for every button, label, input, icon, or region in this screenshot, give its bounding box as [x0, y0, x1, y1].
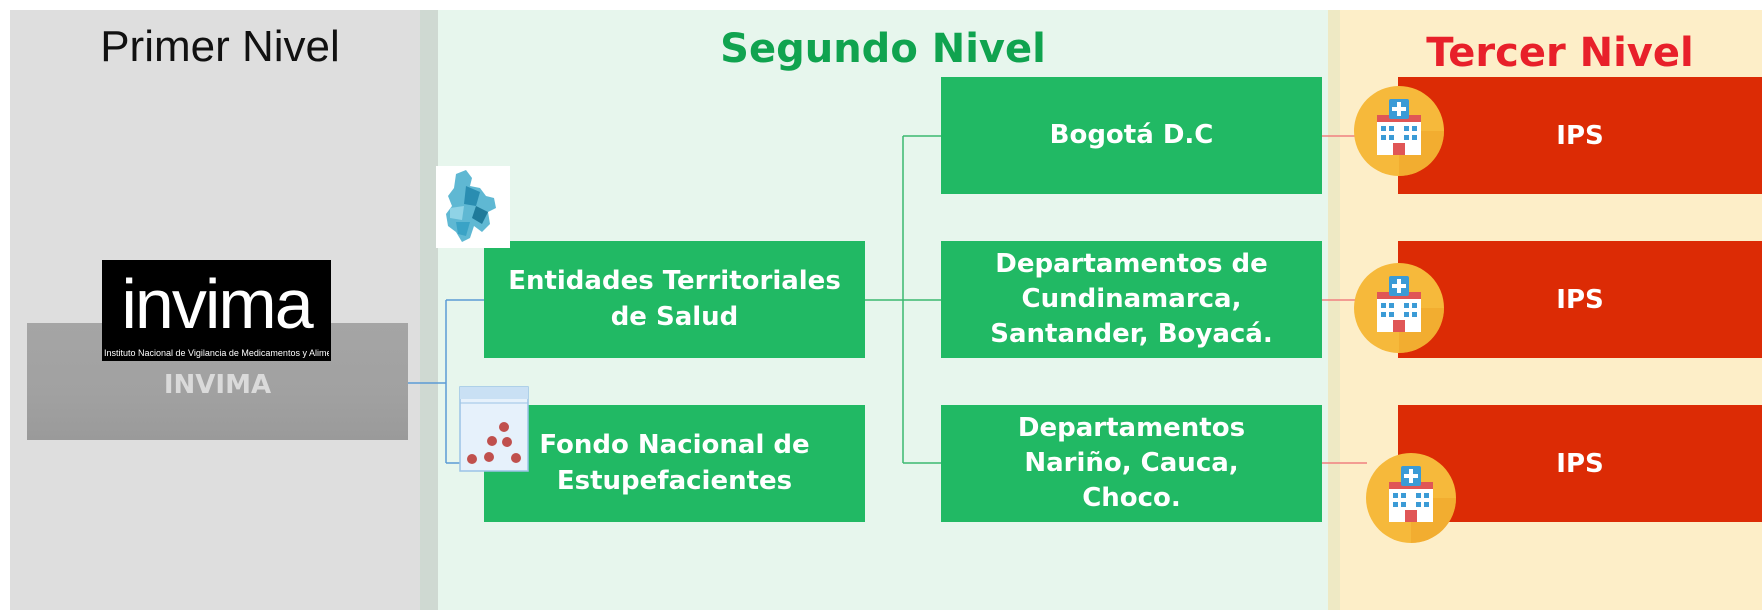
invima-logo: invima Instituto Nacional de Vigilancia …	[102, 260, 331, 361]
panel-divider	[420, 10, 438, 610]
ips-label: IPS	[1556, 120, 1604, 151]
invima-box-label: INVIMA	[163, 370, 272, 400]
ips-box: IPS	[1398, 77, 1762, 194]
ips-box: IPS	[1398, 241, 1762, 358]
region-label: Departamentos de Cundinamarca, Santander…	[990, 248, 1273, 350]
invima-logo-subtitle: Instituto Nacional de Vigilancia de Medi…	[104, 348, 329, 358]
fund-box: Fondo Nacional de Estupefacientes	[484, 405, 865, 522]
ips-label: IPS	[1556, 448, 1604, 479]
entities-box: Entidades Territoriales de Salud	[484, 241, 865, 358]
fund-label: Fondo Nacional de Estupefacientes	[539, 430, 810, 496]
first-level-title: Primer Nivel	[100, 22, 340, 71]
colombia-map-icon	[436, 166, 510, 248]
panel-divider	[1328, 10, 1340, 610]
dot-chart-icon	[459, 386, 529, 472]
hospital-icon	[1365, 452, 1457, 544]
second-level-title: Segundo Nivel	[720, 26, 1046, 72]
region-box-cundinamarca: Departamentos de Cundinamarca, Santander…	[941, 241, 1322, 358]
region-box-narino: Departamentos Nariño, Cauca, Choco.	[941, 405, 1322, 522]
region-label: Departamentos Nariño, Cauca, Choco.	[1017, 412, 1246, 514]
hospital-icon	[1353, 262, 1445, 354]
region-box-bogota: Bogotá D.C	[941, 77, 1322, 194]
invima-logo-word: invima	[121, 265, 313, 343]
entities-label: Entidades Territoriales de Salud	[508, 266, 841, 332]
ips-box: IPS	[1398, 405, 1762, 522]
third-level-title: Tercer Nivel	[1426, 30, 1694, 76]
region-label: Bogotá D.C	[1049, 119, 1214, 150]
hospital-icon	[1353, 85, 1445, 177]
ips-label: IPS	[1556, 284, 1604, 315]
